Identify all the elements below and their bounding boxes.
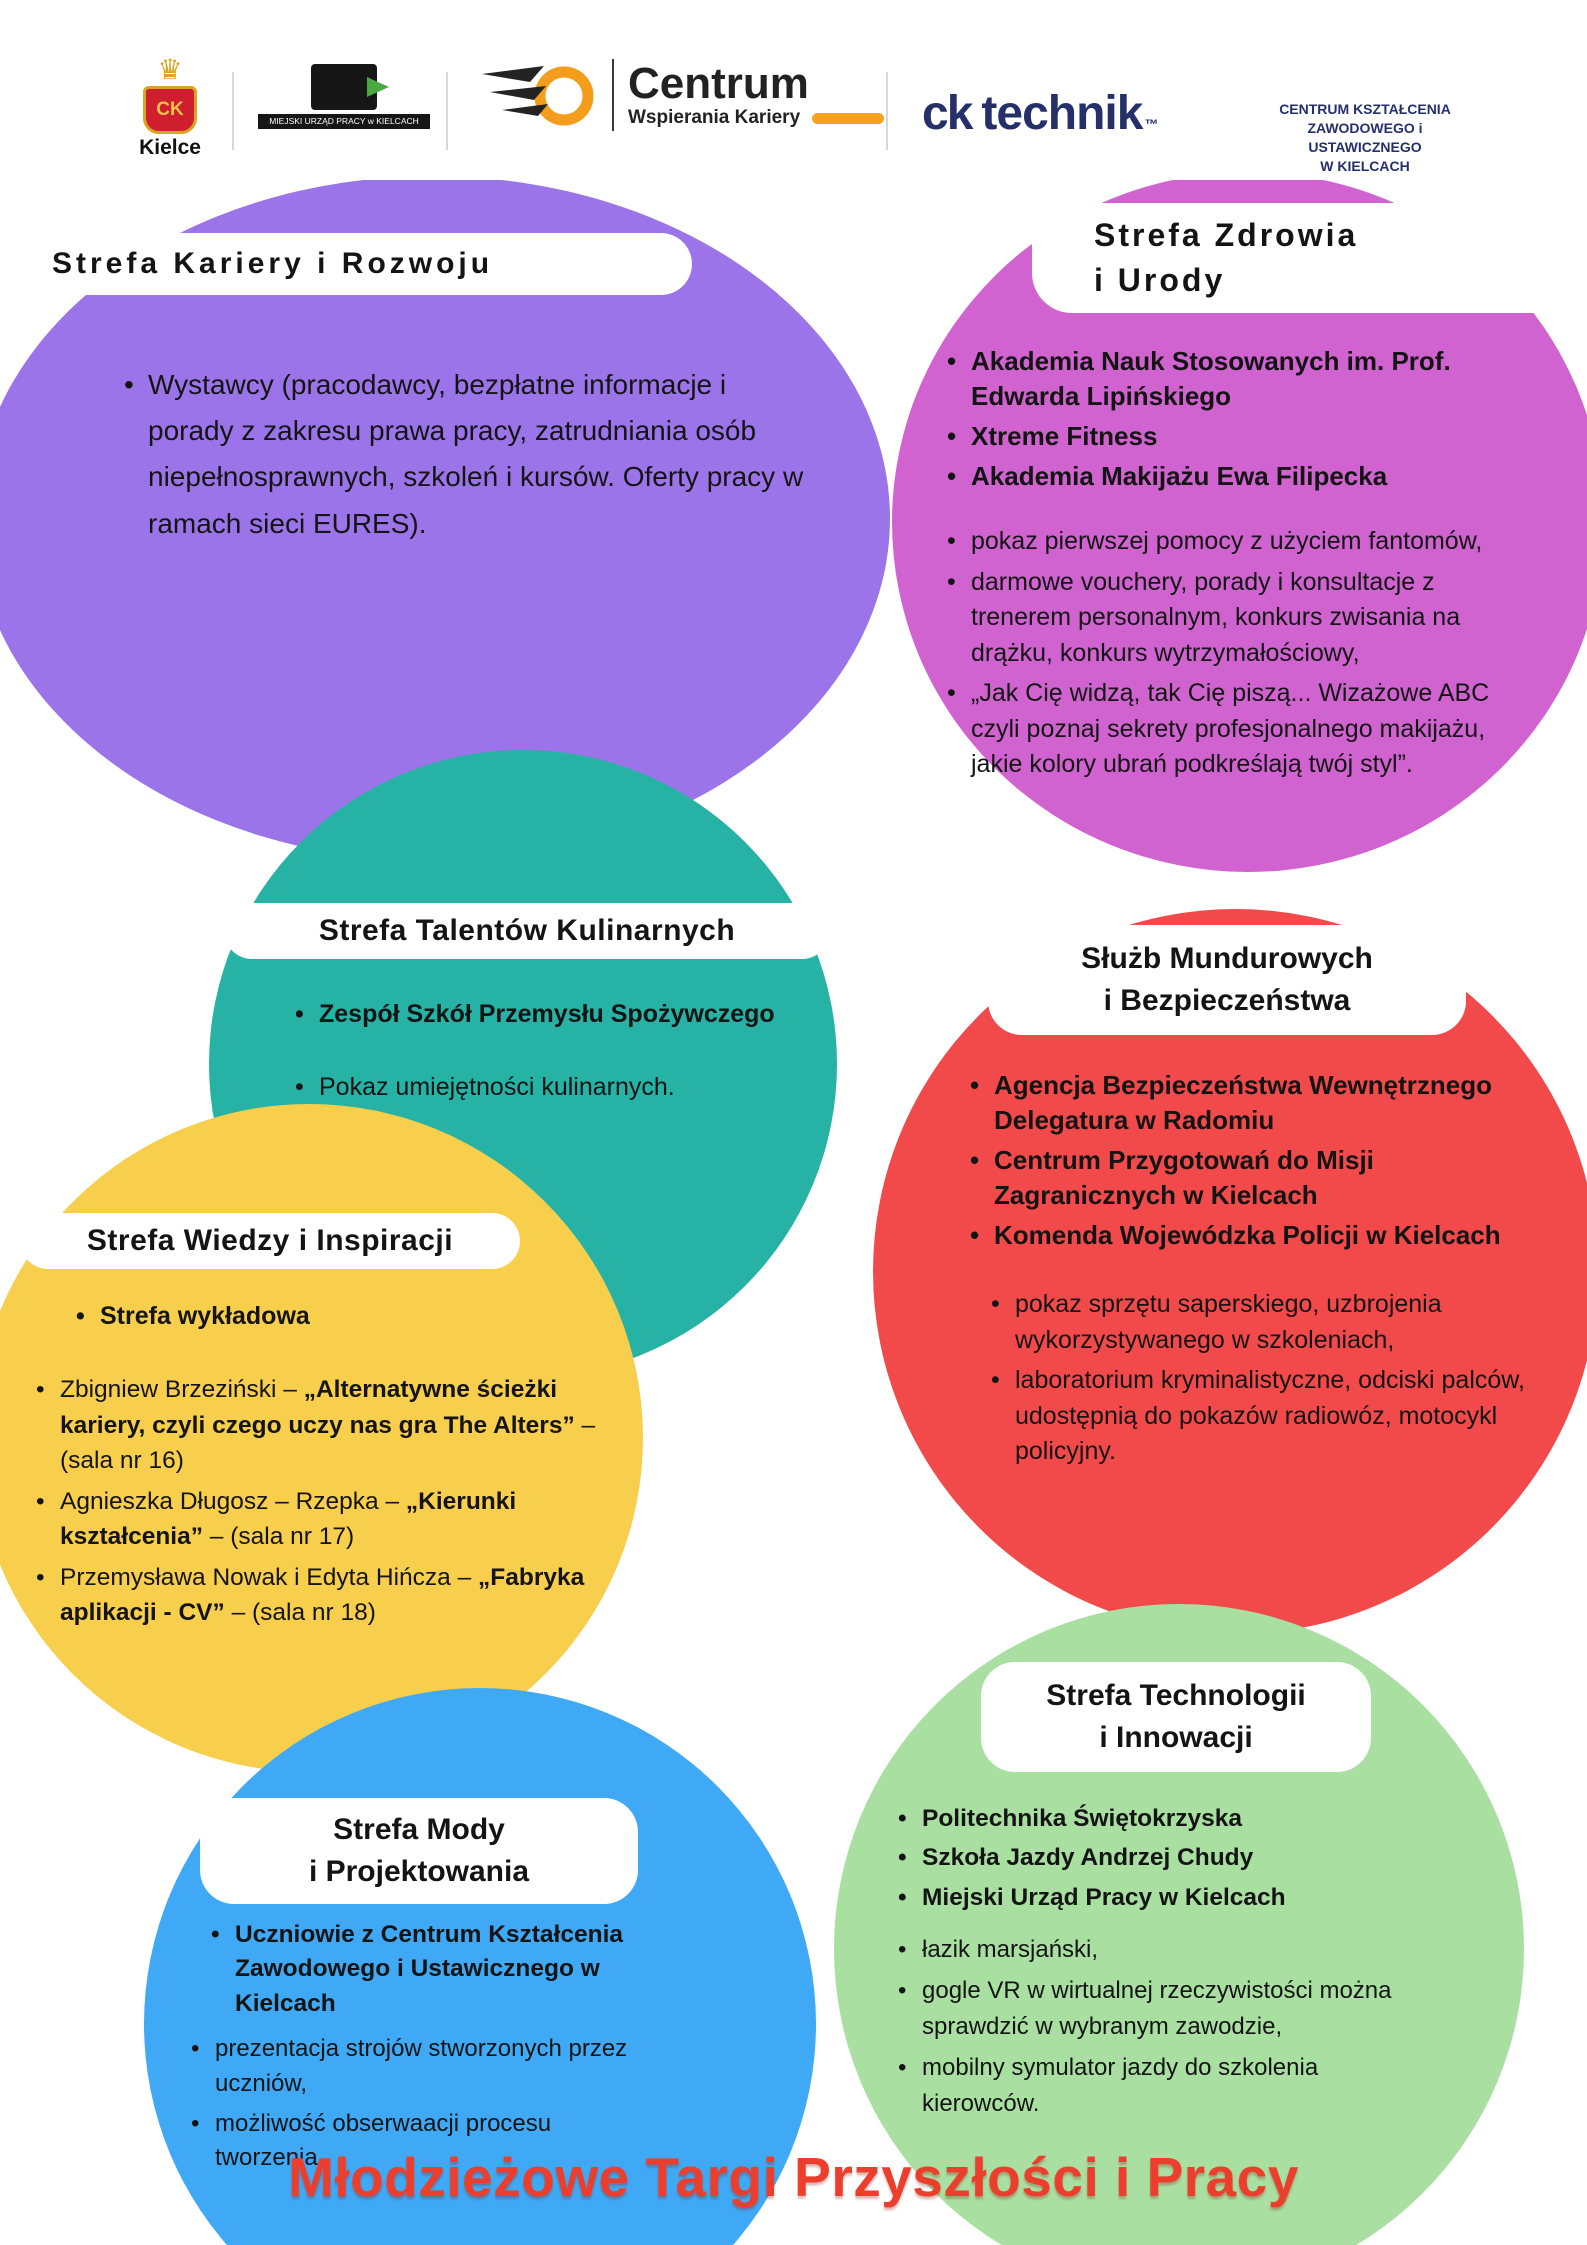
lecture-speaker: Przemysława Nowak i Edyta Hińcza –: [60, 1563, 479, 1591]
list-item: darmowe vouchery, porady i konsultacje z…: [941, 565, 1541, 672]
list-item: Przemysława Nowak i Edyta Hińcza – „Fabr…: [30, 1560, 625, 1631]
zone-moda-title: Strefa Mody i Projektowania: [200, 1798, 638, 1904]
list-item: Wystawcy (pracodawcy, bezpłatne informac…: [118, 362, 818, 547]
zone-kariera-title: Strefa Kariery i Rozwoju: [0, 233, 692, 295]
lecture-room: – (sala nr 17): [203, 1523, 355, 1551]
list-item: możliwość obserwaacji procesu tworzenia.: [185, 2107, 655, 2177]
technik-org-line3: W KIELCACH: [1320, 157, 1410, 174]
zone-wiedza-lead: Strefa wykładowa: [70, 1300, 490, 1339]
list-item: Centrum Przygotowań do Misji Zagraniczny…: [964, 1143, 1509, 1213]
zone-kariera-content: Wystawcy (pracodawcy, bezpłatne informac…: [118, 362, 818, 552]
zone-zdrowie-title-line1: Strefa Zdrowia: [1094, 217, 1359, 254]
zone-zdrowie-details: pokaz pierwszej pomocy z użyciem fantomó…: [941, 524, 1541, 788]
kielce-coat-of-arms: ♛ CK Kielce: [118, 56, 222, 160]
lecture-room: – (sala nr 18): [224, 1599, 376, 1627]
mup-logo: MIEJSKI URZĄD PRACY w KIELCACH: [258, 64, 430, 129]
zone-moda-exhibitors: Uczniowie z Centrum Kształcenia Zawodowe…: [205, 1918, 635, 2026]
zone-technologia-exhibitors: Politechnika Świętokrzyska Szkoła Jazdy …: [892, 1802, 1362, 1920]
header-divider: [232, 72, 234, 150]
zone-moda-details: prezentacja strojów stworzonych przez uc…: [185, 2032, 655, 2181]
zone-mundurowa-title: Służb Mundurowych i Bezpieczeństwa: [988, 925, 1466, 1035]
list-item: Xtreme Fitness: [941, 419, 1531, 454]
mup-caption: MIEJSKI URZĄD PRACY w KIELCACH: [258, 114, 430, 129]
list-item: prezentacja strojów stworzonych przez uc…: [185, 2032, 655, 2102]
centrum-wspierania-kariery-logo: Centrum Wspierania Kariery: [478, 58, 885, 132]
technik-org-name: CENTRUM KSZTAŁCENIA ZAWODOWEGO i USTAWIC…: [1250, 100, 1480, 176]
list-item: pokaz sprzętu saperskiego, uzbrojenia wy…: [985, 1287, 1530, 1358]
crown-icon: ♛: [157, 54, 183, 85]
centrum-wordmark: Centrum: [628, 58, 809, 108]
zone-moda-title-line1: Strefa Mody: [333, 1813, 505, 1846]
technik-org-line1: CENTRUM KSZTAŁCENIA: [1279, 101, 1451, 117]
list-item: Uczniowie z Centrum Kształcenia Zawodowe…: [205, 1918, 635, 2021]
zone-zdrowie-title-line2: i Urody: [1094, 262, 1226, 298]
list-item: mobilny symulator jazdy do szkolenia kie…: [892, 2050, 1417, 2122]
zone-mundurowa-title-line2: i Bezpieczeństwa: [1103, 984, 1351, 1017]
lecture-speaker: Agnieszka Długosz – Rzepka –: [60, 1487, 406, 1515]
list-item: gogle VR w wirtualnej rzeczywistości moż…: [892, 1973, 1417, 2045]
mup-arrow-icon: [367, 77, 389, 97]
event-title: Młodzieżowe Targi Przyszłości i Pracy: [288, 2146, 1299, 2208]
list-item: laboratorium kryminalistyczne, odciski p…: [985, 1363, 1530, 1470]
list-item: Akademia Makijażu Ewa Filipecka: [941, 459, 1531, 494]
ck-mark: ck: [922, 87, 973, 140]
lecture-title: „Fabryka aplikacji - CV”: [60, 1563, 585, 1627]
technik-wordmark: technik: [981, 87, 1143, 140]
zone-technologia-title-line1: Strefa Technologii: [1046, 1679, 1306, 1712]
zone-technologia-details: łazik marsjański, gogle VR w wirtualnej …: [892, 1932, 1417, 2127]
kielce-shield-icon: CK: [143, 86, 197, 134]
zone-wiedza-title: Strefa Wiedzy i Inspiracji: [20, 1213, 520, 1269]
zone-zdrowie-title: Strefa Zdrowia i Urody: [1032, 203, 1587, 313]
list-item: Pokaz umiejętności kulinarnych.: [289, 1070, 849, 1105]
trademark-symbol: ™: [1144, 116, 1159, 132]
zone-kulinarna-exhibitors: Zespół Szkół Przemysłu Spożywczego: [289, 998, 849, 1037]
zone-mundurowa-title-line1: Służb Mundurowych: [1081, 942, 1373, 975]
list-item: Zbigniew Brzeziński – „Alternatywne ście…: [30, 1372, 625, 1479]
list-item: Agencja Bezpieczeństwa Wewnętrznego Dele…: [964, 1068, 1509, 1138]
wing-ring-icon: [482, 66, 594, 126]
list-item: Komenda Wojewódzka Policji w Kielcach: [964, 1218, 1509, 1253]
list-item: Strefa wykładowa: [70, 1300, 490, 1334]
orange-bar-icon: [812, 112, 885, 124]
header-logo-strip: ♛ CK Kielce MIEJSKI URZĄD PRACY w KIELCA…: [0, 0, 1587, 180]
zone-kulinarna-title: Strefa Talentów Kulinarnych: [224, 903, 830, 959]
list-item: Szkoła Jazdy Andrzej Chudy: [892, 1841, 1362, 1876]
technik-org-line2: ZAWODOWEGO i USTAWICZNEGO: [1307, 119, 1423, 155]
mup-logo-icon: [311, 64, 389, 110]
header-divider: [446, 72, 448, 150]
zone-mundurowa-exhibitors: Agencja Bezpieczeństwa Wewnętrznego Dele…: [964, 1068, 1509, 1258]
zone-mundurowa-details: pokaz sprzętu saperskiego, uzbrojenia wy…: [985, 1287, 1530, 1475]
list-item: „Jak Cię widzą, tak Cię piszą... Wizażow…: [941, 676, 1541, 783]
list-item: pokaz pierwszej pomocy z użyciem fantomó…: [941, 524, 1541, 560]
zone-technologia-title-line2: i Innowacji: [1099, 1721, 1253, 1754]
list-item: Akademia Nauk Stosowanych im. Prof. Edwa…: [941, 344, 1531, 414]
lecture-room: – (sala nr 16): [60, 1411, 596, 1475]
logo-divider: [612, 59, 614, 131]
list-item: Miejski Urząd Pracy w Kielcach: [892, 1881, 1362, 1916]
list-item: Politechnika Świętokrzyska: [892, 1802, 1362, 1837]
zone-kulinarna-details: Pokaz umiejętności kulinarnych.: [289, 1070, 849, 1110]
kielce-shield-initials: CK: [156, 99, 184, 120]
lecture-title: „Alternatywne ścieżki kariery, czyli cze…: [60, 1376, 575, 1439]
lecture-speaker: Zbigniew Brzeziński –: [60, 1376, 304, 1403]
zone-technologia-title: Strefa Technologii i Innowacji: [981, 1662, 1371, 1772]
zone-moda-title-line2: i Projektowania: [308, 1855, 530, 1888]
lecture-title: „Kierunki kształcenia”: [60, 1487, 517, 1551]
list-item: Zespół Szkół Przemysłu Spożywczego: [289, 998, 849, 1032]
ck-technik-logo: ck technik ™: [922, 86, 1158, 141]
kielce-city-label: Kielce: [139, 136, 201, 159]
centrum-subtitle: Wspierania Kariery: [628, 107, 801, 129]
list-item: Agnieszka Długosz – Rzepka – „Kierunki k…: [30, 1484, 625, 1555]
zone-wiedza-items: Zbigniew Brzeziński – „Alternatywne ście…: [30, 1372, 625, 1636]
list-item: łazik marsjański,: [892, 1932, 1417, 1968]
header-divider: [886, 72, 888, 150]
zone-zdrowie-exhibitors: Akademia Nauk Stosowanych im. Prof. Edwa…: [941, 344, 1531, 499]
